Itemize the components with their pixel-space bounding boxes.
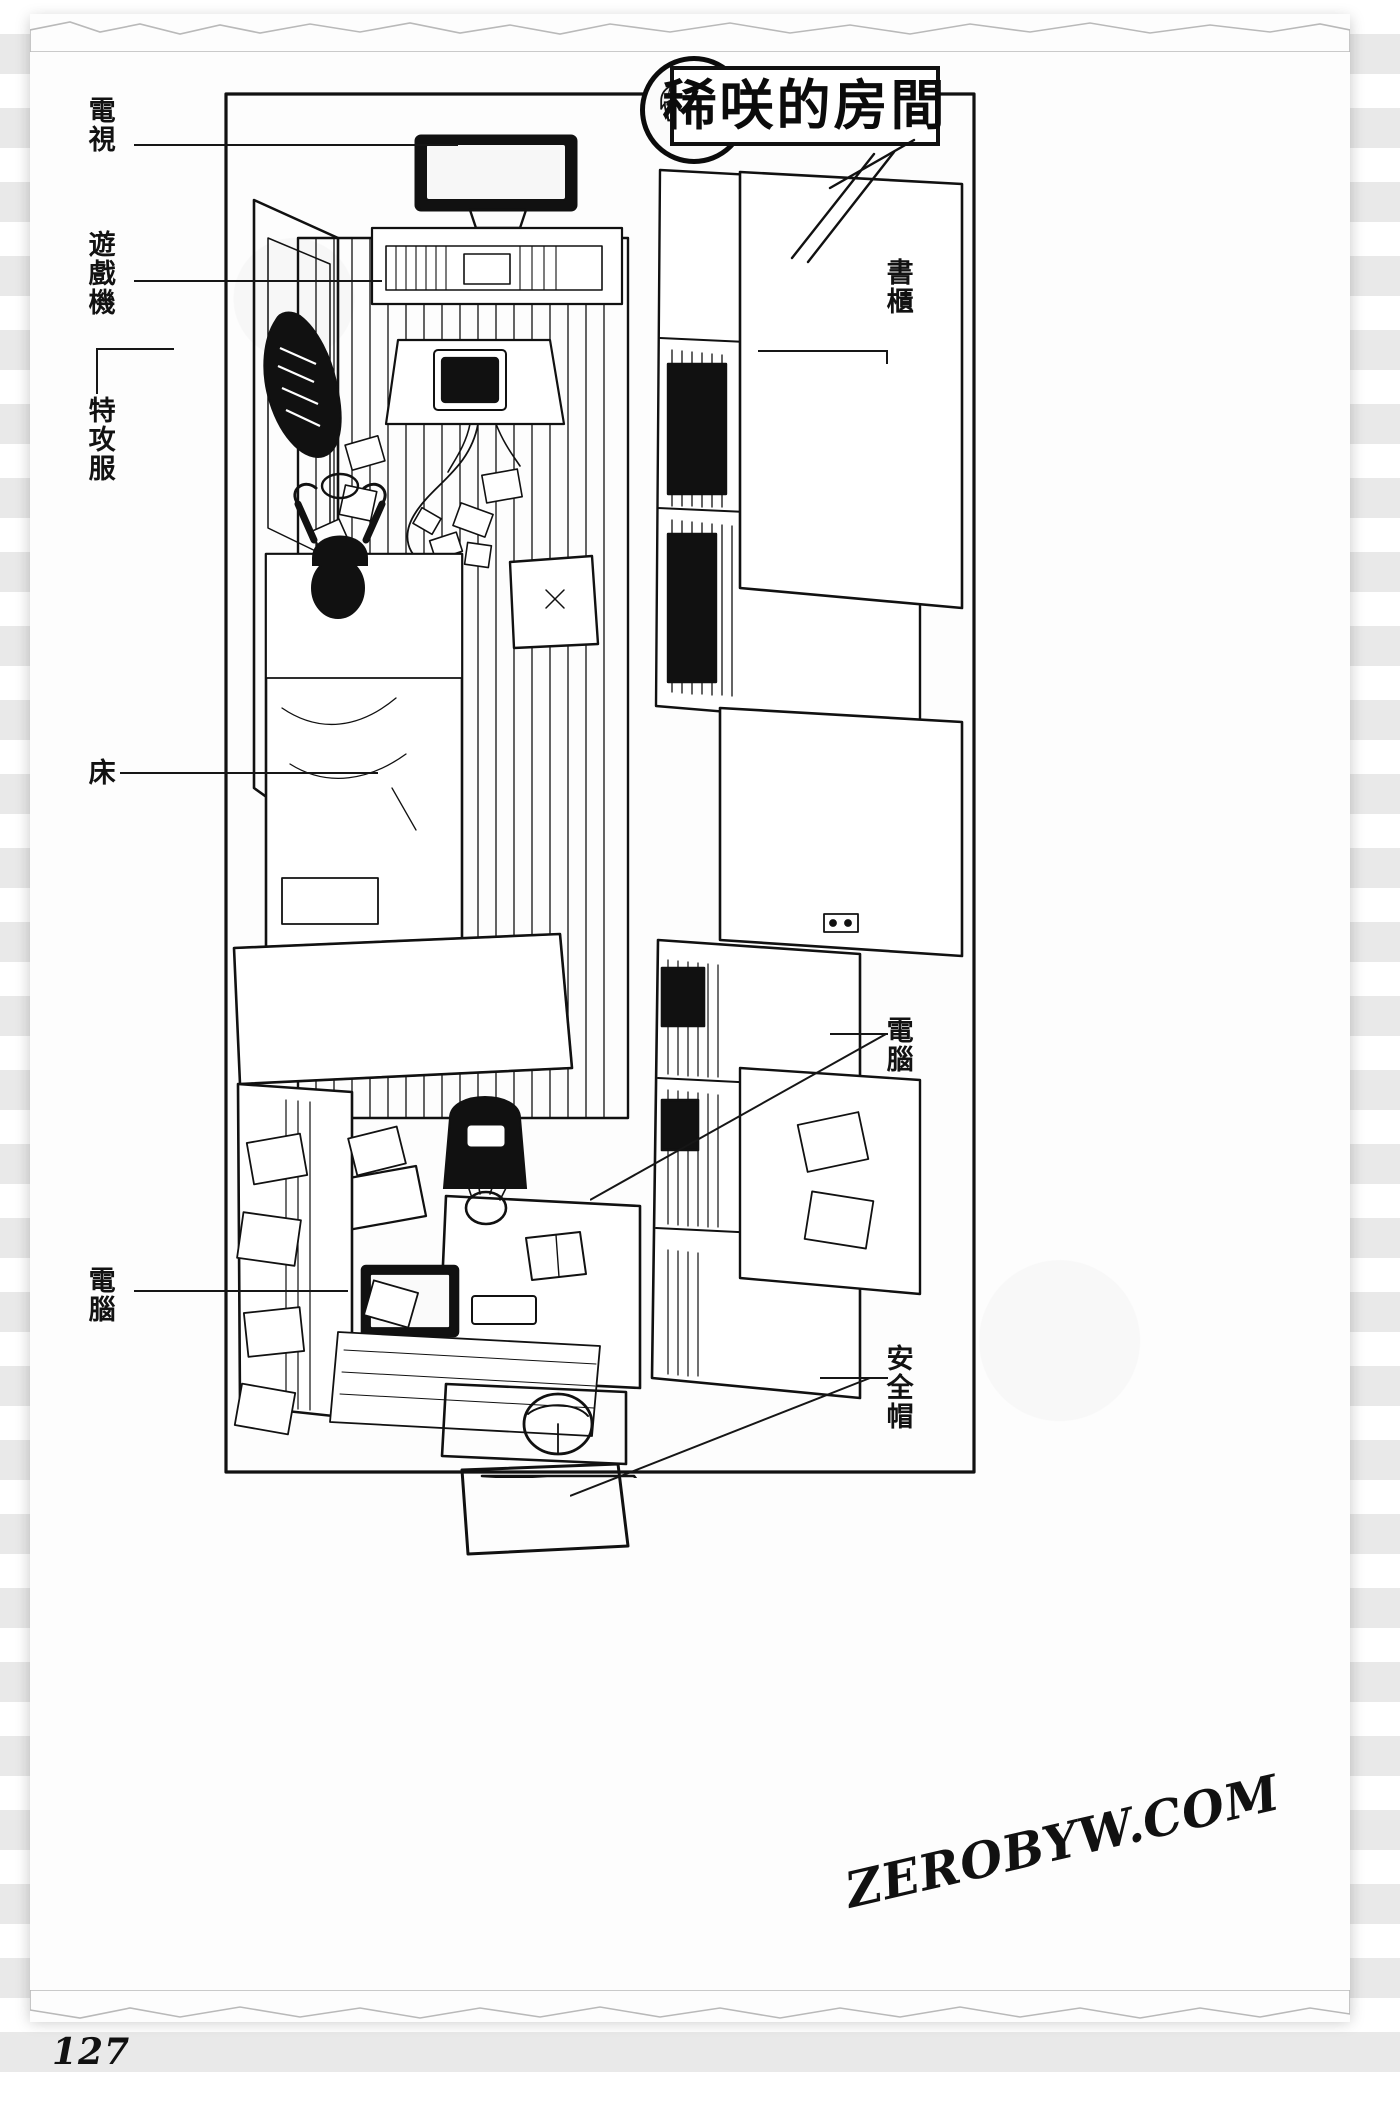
- label-bed: 床: [83, 758, 115, 787]
- label-bookshelf: 書櫃: [881, 258, 913, 316]
- label-tv: 電視: [83, 96, 115, 154]
- room-illustration: [220, 88, 980, 1556]
- tokkoufuku-shape: [263, 311, 342, 458]
- leader-game-console: [134, 280, 382, 282]
- person-at-desk: [442, 1096, 528, 1226]
- manga-page-sheet: 稀咲的房間 電視 遊戲機 特攻服 床 電腦 書櫃 電腦 安全帽 ZEROBYW.…: [30, 14, 1350, 2022]
- label-helmet: 安全帽: [881, 1344, 913, 1431]
- leader-tv: [134, 144, 458, 146]
- label-computer-left: 電腦: [83, 1266, 115, 1324]
- label-game-console: 遊戲機: [83, 230, 115, 317]
- site-watermark: ZEROBYW.COM: [840, 1763, 1286, 1920]
- helmet-shape: [440, 1382, 628, 1466]
- torn-bottom-edge: [30, 1990, 1350, 2019]
- label-tokkoufuku: 特攻服: [83, 396, 115, 483]
- title-plate: 稀咲的房間: [663, 66, 945, 146]
- leader-computer-right: [590, 1033, 888, 1201]
- torn-top-edge: [30, 21, 1350, 52]
- page-number: 127: [52, 2031, 131, 2073]
- leader-bed: [120, 772, 378, 774]
- tv-shape: [414, 134, 578, 230]
- leader-tokkoufuku-v: [96, 348, 98, 394]
- floor-cushion: [460, 1462, 630, 1556]
- leader-computer-left: [134, 1290, 348, 1292]
- room-linework: [224, 92, 976, 1486]
- game-console-shape: [384, 338, 566, 565]
- leader-bookshelf-h: [758, 350, 888, 352]
- label-computer-right: 電腦: [881, 1016, 913, 1074]
- person-on-bed: [293, 472, 387, 619]
- leader-bookshelf-v: [886, 350, 888, 364]
- bed-shape: [264, 552, 464, 972]
- leader-helmet: [570, 1377, 888, 1497]
- leader-tokkoufuku-h: [96, 348, 174, 350]
- page-title: 稀咲的房間: [662, 74, 948, 137]
